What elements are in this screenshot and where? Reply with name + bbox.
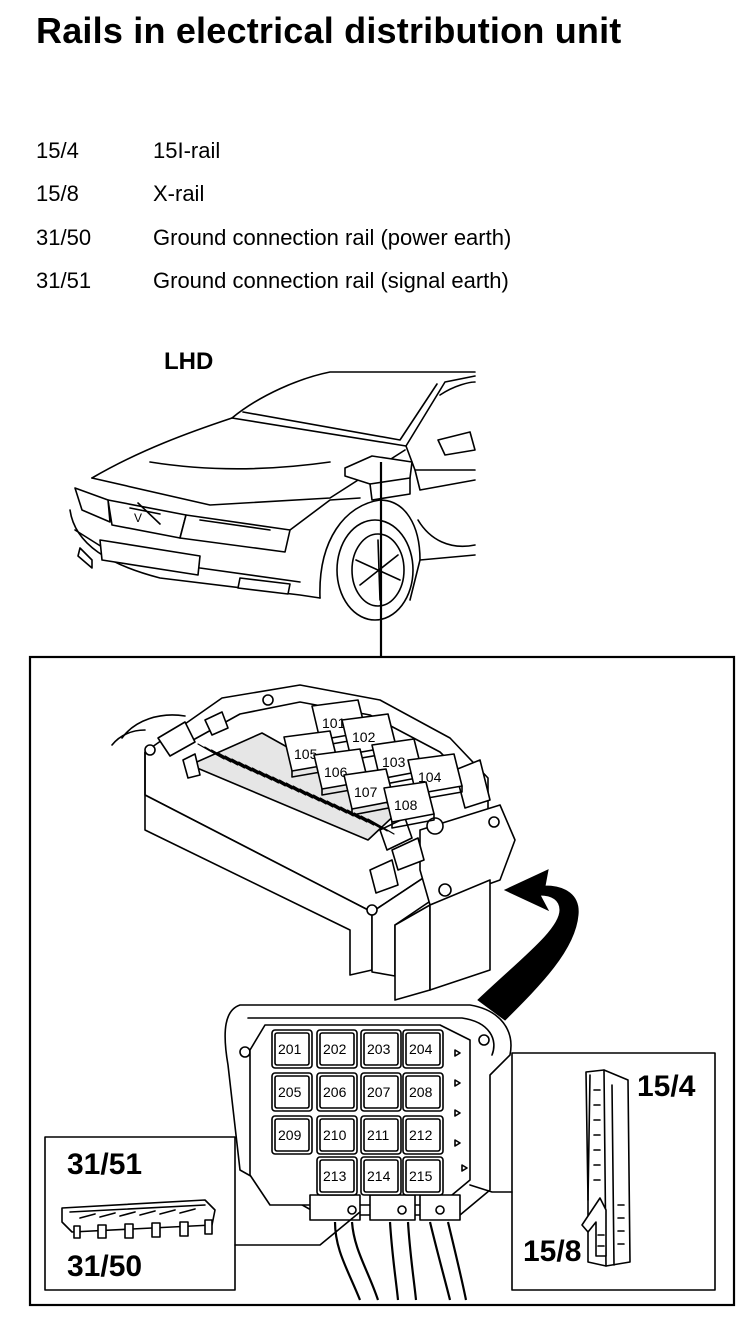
relay-211: 211 (360, 1115, 402, 1155)
relay-206: 206 (316, 1072, 358, 1112)
relay-label: 201 (278, 1041, 302, 1057)
fuse-strip-teeth (197, 743, 395, 835)
relay-215: 215 (402, 1156, 444, 1196)
relay-212: 212 (402, 1115, 444, 1155)
relay-210: 210 (316, 1115, 358, 1155)
detail-frame (28, 655, 736, 1307)
relay-label: 204 (409, 1041, 433, 1057)
supply-rail-drawing (581, 1069, 631, 1267)
relay-label: 206 (323, 1084, 347, 1100)
relay-label: 210 (323, 1127, 347, 1143)
car-illustration: V (69, 371, 476, 657)
relay-label: 108 (394, 797, 418, 813)
relay-label: 213 (323, 1168, 347, 1184)
relay-label: 211 (367, 1127, 390, 1143)
relay-label: 106 (324, 764, 348, 780)
relay-label: 207 (367, 1084, 391, 1100)
relay-201: 201 (271, 1029, 313, 1069)
label-15-4: 15/4 (637, 1070, 696, 1103)
relay-207: 207 (360, 1072, 402, 1112)
relay-108: 108 (383, 781, 435, 829)
page-title: Rails in electrical distribution unit (36, 10, 622, 51)
legend-code: 31/50 (36, 225, 92, 250)
legend-desc: Ground connection rail (signal earth) (153, 268, 509, 293)
legend-desc: X-rail (153, 181, 205, 206)
relay-label: 103 (382, 754, 406, 770)
legend-desc: Ground connection rail (power earth) (153, 225, 512, 250)
legend-code: 15/4 (36, 138, 79, 163)
upper-relay-group: 101 102 103 104 105 106 107 108 (283, 699, 463, 829)
flip-arrow-icon (477, 869, 579, 1021)
relay-label: 203 (367, 1041, 391, 1057)
relay-label: 215 (409, 1168, 433, 1184)
relay-209: 209 (271, 1115, 313, 1155)
relay-label: 102 (352, 729, 376, 745)
relay-label: 202 (323, 1041, 347, 1057)
relay-label: 209 (278, 1127, 302, 1143)
svg-text:V: V (134, 511, 142, 525)
car-variant-label: LHD (164, 348, 214, 375)
label-15-8: 15/8 (523, 1235, 582, 1268)
relay-205: 205 (271, 1072, 313, 1112)
relay-213: 213 (316, 1156, 358, 1196)
lower-relay-group: 201 202 203 204 205 206 207 208 209 210 211 212 213 2… (271, 1029, 444, 1196)
relay-214: 214 (360, 1156, 402, 1196)
legend-code: 31/51 (36, 268, 92, 293)
relay-label: 208 (409, 1084, 433, 1100)
ground-rail-drawing (61, 1199, 216, 1239)
label-31-51: 31/51 (67, 1148, 143, 1181)
relay-label: 105 (294, 746, 318, 762)
legend-code: 15/8 (36, 181, 79, 206)
relay-208: 208 (402, 1072, 444, 1112)
relay-202: 202 (316, 1029, 358, 1069)
relay-label: 214 (367, 1168, 391, 1184)
relay-label: 107 (354, 784, 378, 800)
relay-label: 101 (322, 715, 346, 731)
legend-desc: 15I-rail (153, 138, 221, 163)
relay-204: 204 (402, 1029, 444, 1069)
relay-107: 107 (343, 768, 395, 816)
relay-label: 205 (278, 1084, 302, 1100)
relay-label: 104 (418, 769, 442, 785)
relay-203: 203 (360, 1029, 402, 1069)
distribution-unit-top (111, 684, 516, 1001)
relay-label: 212 (409, 1127, 433, 1143)
label-31-50: 31/50 (67, 1250, 143, 1283)
